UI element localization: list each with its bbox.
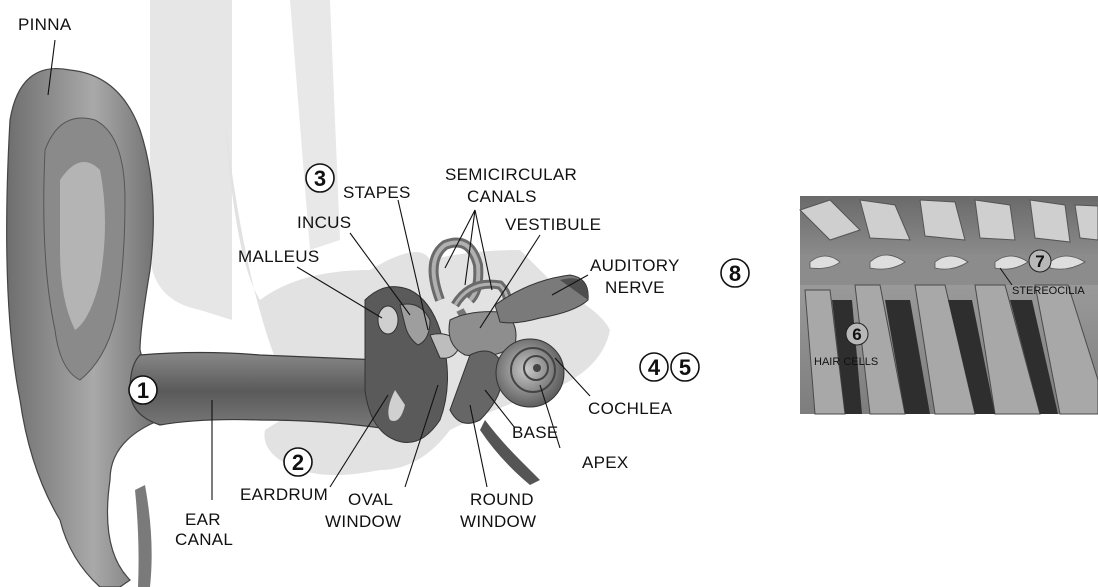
label-ear-canal-line1: EAR	[185, 510, 221, 529]
label-eardrum: EARDRUM	[240, 485, 328, 504]
marker-8: 8	[721, 259, 749, 287]
marker-5: 5	[671, 353, 699, 381]
label-stapes: STAPES	[343, 183, 411, 202]
svg-text:1: 1	[137, 378, 149, 403]
marker-6: 6	[846, 323, 868, 345]
label-vestibule: VESTIBULE	[505, 215, 601, 234]
label-base: BASE	[512, 423, 559, 442]
label-auditory-line2: NERVE	[605, 278, 665, 297]
label-stereocilia: STEREOCILIA	[1012, 285, 1085, 297]
label-incus: INCUS	[297, 213, 351, 232]
label-ear-canal-line2: CANAL	[175, 530, 233, 549]
svg-text:3: 3	[314, 166, 326, 191]
label-oval-line1: OVAL	[348, 490, 393, 509]
svg-text:4: 4	[648, 355, 661, 380]
label-round-line2: WINDOW	[460, 512, 536, 531]
label-cochlea: COCHLEA	[588, 399, 673, 418]
marker-1: 1	[129, 376, 157, 404]
label-pinna: PINNA	[18, 15, 72, 34]
marker-3: 3	[306, 164, 334, 192]
svg-text:7: 7	[1035, 252, 1044, 271]
ear-canal-shape	[130, 353, 395, 431]
label-round-line1: ROUND	[470, 490, 534, 509]
marker-4: 4	[640, 353, 668, 381]
label-hair-cells: HAIR CELLS	[814, 356, 878, 368]
hair-cell-micrograph: 6 HAIR CELLS 7 STEREOCILIA	[800, 196, 1098, 414]
svg-text:6: 6	[852, 325, 861, 344]
label-semicircular-line2: CANALS	[467, 187, 537, 206]
label-auditory-line1: AUDITORY	[590, 256, 680, 275]
marker-2: 2	[284, 448, 312, 476]
marker-7: 7	[1029, 250, 1051, 272]
label-oval-line2: WINDOW	[325, 512, 401, 531]
svg-text:2: 2	[292, 450, 304, 475]
svg-text:8: 8	[729, 261, 741, 286]
label-apex: APEX	[582, 453, 629, 472]
svg-text:5: 5	[679, 355, 691, 380]
label-semicircular-line1: SEMICIRCULAR	[445, 165, 577, 184]
label-malleus: MALLEUS	[238, 247, 319, 266]
